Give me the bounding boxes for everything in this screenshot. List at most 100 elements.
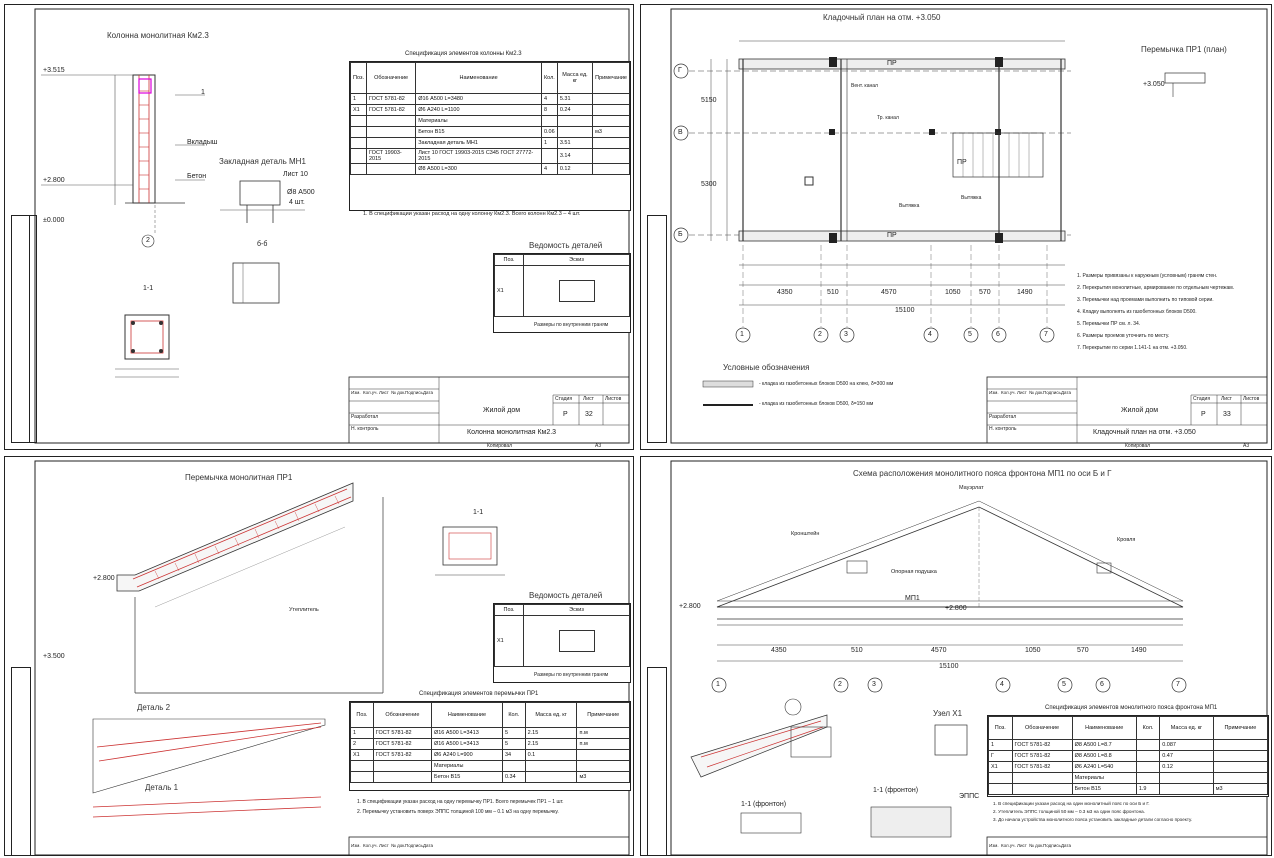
spec-note-2: 2. Перемычку установить поверх ЭППС толщ… [357,809,559,815]
table-cell: 5.31 [556,93,594,105]
drawing-title-gable: Схема расположения монолитного пояса фро… [853,469,1112,478]
stamp-h-doc: № док. [391,843,406,848]
table-cell: п.м [576,738,630,750]
table-cell: Материалы [415,115,542,127]
table-cell [556,126,594,138]
stamp-h-doc: № док. [391,390,406,395]
stamp-h-izm: Изм. [989,843,999,848]
spec-note: 1. В спецификации указан расход на одну … [363,211,581,217]
stamp-h-list: Лист [379,390,389,395]
table-cell [524,760,578,772]
footer-copied: Копировал [487,443,513,449]
spec-note-2: 2. Утеплитель ЭППС толщиной 50 мм – 0.3 … [993,809,1145,814]
vedomost-title: Ведомость деталей [529,591,603,600]
table-row: Х1 [494,615,630,667]
table-row: Материалы [350,760,630,772]
callout-1: 1 [201,89,205,96]
stamp-h-kol: Кол.уч. [363,843,378,848]
stamp-row-dev: Разработал [351,414,379,420]
table-row: Х1 [494,265,630,317]
dim-6: 1490 [1017,289,1033,296]
axis-col-1: 1 [740,331,744,338]
stamp-h-list: Лист [1017,843,1027,848]
table-cell [372,771,432,783]
vedomost-table: Поз.Эскиз Х1 Размеры по внутренним граня… [493,253,631,333]
vedomost-col-sketch: Эскиз [523,604,630,616]
dim-vert-2: 5300 [701,181,717,188]
sketch-cell [523,265,630,317]
axis-col-7: 7 [1176,681,1180,688]
table-cell: Бетон В15 [430,771,503,783]
label-roof: Кровля [1117,537,1136,543]
spec-col-pos: Поз. [350,702,374,728]
table-cell: Г [988,750,1013,762]
mark-level-top: +3.500 [43,653,65,660]
table-cell: ГОСТ 5781-82 [1011,750,1073,762]
dim-2: 510 [851,647,863,654]
table-row: Материалы [350,115,630,127]
mark-level-left: +2.800 [679,603,701,610]
label-insert: Вкладыш [187,139,218,146]
dim-vert-1: 5150 [701,97,717,104]
table-cell: ГОСТ 5781-82 [372,727,432,739]
label-belt: МП1 [905,595,920,602]
table-cell [350,126,367,138]
table-cell [592,115,630,127]
axis-col-6: 6 [996,331,1000,338]
table-cell: Ø8 А500 L=8.8 [1071,750,1137,762]
table-cell: Бетон В15 [1071,783,1137,795]
axis-col-6: 6 [1100,681,1104,688]
spec-note-1: 1. В спецификации указан расход на один … [993,801,1150,806]
vedomost-header-row: Поз.Эскиз [494,254,630,266]
table-cell [1135,772,1161,784]
dim-3: 4570 [931,647,947,654]
axis-col-4: 4 [1000,681,1004,688]
table-cell [576,760,630,772]
table-cell [592,148,630,164]
table-cell [365,163,417,175]
stamp-sheet-no: 32 [585,411,593,418]
table-cell [1011,772,1073,784]
spec-col-code: Обозначение [365,62,417,94]
stamp-row-dev: Разработал [989,414,1017,420]
footer-format: А3 [595,443,602,449]
table-cell [350,115,367,127]
table-cell: 0.24 [556,104,594,116]
spec-header-row: Поз. Обозначение Наименование Кол. Масса… [350,62,630,94]
label-insulation: Утеплитель [289,607,319,613]
drawing-title-lintel: Перемычка ПР1 (план) [1141,45,1227,54]
label-exhaust-2: Вытяжка [961,195,982,201]
table-cell: 1 [350,727,374,739]
stamp-h-list: Лист [1017,390,1027,395]
stamp-h-kol: Кол.уч. [363,390,378,395]
spec-table: Поз. Обозначение Наименование Кол. Масса… [349,701,631,791]
table-cell: м3 [1212,783,1269,795]
table-cell: Ø8 А500 L=300 [415,163,542,175]
stamp-row-control: Н. контроль [351,426,379,432]
footer-copied: Копировал [1125,443,1151,449]
table-cell [988,783,1013,795]
spec-col-mass: Масса ед. кг [524,702,578,728]
mark-level-mid: +2.800 [93,575,115,582]
plan-note-4: 4. Кладку выполнять из газобетонных блок… [1077,309,1197,315]
spec-note-3: 3. До начала устройства монолитного пояс… [993,817,1193,822]
stamp-h-sign: Подпись [1043,390,1061,395]
dim-2: 510 [827,289,839,296]
table-cell [592,93,630,105]
callout-2: 2 [146,237,150,244]
table-cell [1135,750,1161,762]
table-cell: Материалы [1071,772,1137,784]
dim-total: 15100 [895,307,915,314]
spec-col-note: Примечание [592,62,630,94]
drawing-column [34,8,630,444]
stamp-stage-header: Стадия [555,396,573,402]
table-cell [576,749,630,761]
table-cell: 0.47 [1159,750,1214,762]
dim-3: 4570 [881,289,897,296]
